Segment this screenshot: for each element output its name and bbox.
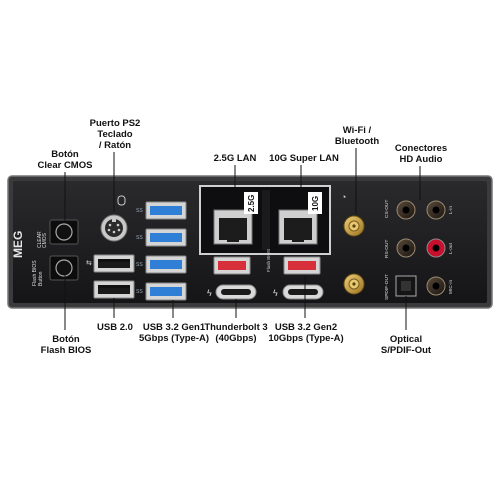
clear-cmos-btn-text-1: CLEAR [37,231,43,248]
wifi-icon: ◔ [341,192,346,202]
svg-text:SS: SS [136,208,143,214]
lan1-badge-text: 2.5G [247,195,256,212]
flash-bios-btn-text-1: Flash BIOS [32,260,38,286]
svg-text:CS-OUT: CS-OUT [384,200,390,218]
svg-text:L-in: L-in [448,206,454,214]
flash-bios-small-text: Flash BIOS [266,249,271,272]
thunderbolt-icon: ϟ [207,288,212,298]
thunderbolt-port-2 [282,284,324,300]
optical-spdif-port [395,275,417,297]
audio-jacks [396,200,446,296]
label-thunderbolt3: Thunderbolt 3 (40Gbps) [204,322,268,344]
label-ps2-port: Puerto PS2 Teclado / Ratón [89,118,141,151]
clear-cmos-button-graphic [49,219,79,245]
flash-bios-btn-text-2: Button [38,271,44,286]
usb32-gen2-port-2 [283,256,321,275]
ps2-keyboard-mouse-icon [117,195,126,206]
label-10g-super-lan: 10G Super LAN [269,153,339,164]
ps2-port [100,214,128,242]
ss-logos: SS SS SS SS [136,208,143,295]
flash-bios-button-graphic [49,255,79,281]
svg-text:SPDIF-OUT: SPDIF-OUT [384,274,390,300]
usb32-gen2-port-1 [213,256,251,275]
label-2.5g-lan: 2.5G LAN [213,153,257,164]
wifi-antenna-connector-2 [343,273,365,295]
svg-text:L-out: L-out [448,242,454,254]
label-hd-audio: Conectores HD Audio [394,143,448,165]
thunderbolt-port-1 [215,284,257,300]
svg-text:SS: SS [136,262,143,268]
clear-cmos-btn-text-2: CMOS [42,232,48,248]
svg-text:SS: SS [136,235,143,241]
lan-2.5g-port: 2.5G [213,192,258,245]
label-wifi-bluetooth: Wi-Fi / Bluetooth [334,125,380,147]
usb32-gen1-ports [145,201,187,301]
label-flash-bios: Botón Flash BIOS [40,334,92,356]
thunderbolt-icon-2: ϟ [273,288,278,298]
label-clear-cmos: Botón Clear CMOS [37,149,93,171]
label-usb20: USB 2.0 [97,322,133,333]
audio-text-labels: CS-OUT RS-OUT SPDIF-OUT L-in L-out MIC-i… [384,200,454,300]
meg-logo: MEG [11,231,25,258]
label-optical-spdif: Optical S/PDIF-Out [380,334,432,356]
brand-text: MEG [11,231,25,258]
usb20-port-2 [93,280,135,299]
wifi-antenna-connector-1 [343,215,365,237]
label-usb32-gen1: USB 3.2 Gen1 5Gbps (Type-A) [138,322,210,344]
lan2-badge-text: 10G [311,196,320,211]
lan-10g-port: 10G [278,192,322,245]
leader-lines [64,148,421,330]
svg-text:SS: SS [136,289,143,295]
svg-text:RS-OUT: RS-OUT [384,240,390,258]
usb20-port-1 [93,254,135,273]
label-usb32-gen2: USB 3.2 Gen2 10Gbps (Type-A) [268,322,344,344]
usb-symbol-icon: ⇆ [86,260,92,267]
svg-text:MIC-in: MIC-in [448,280,454,294]
